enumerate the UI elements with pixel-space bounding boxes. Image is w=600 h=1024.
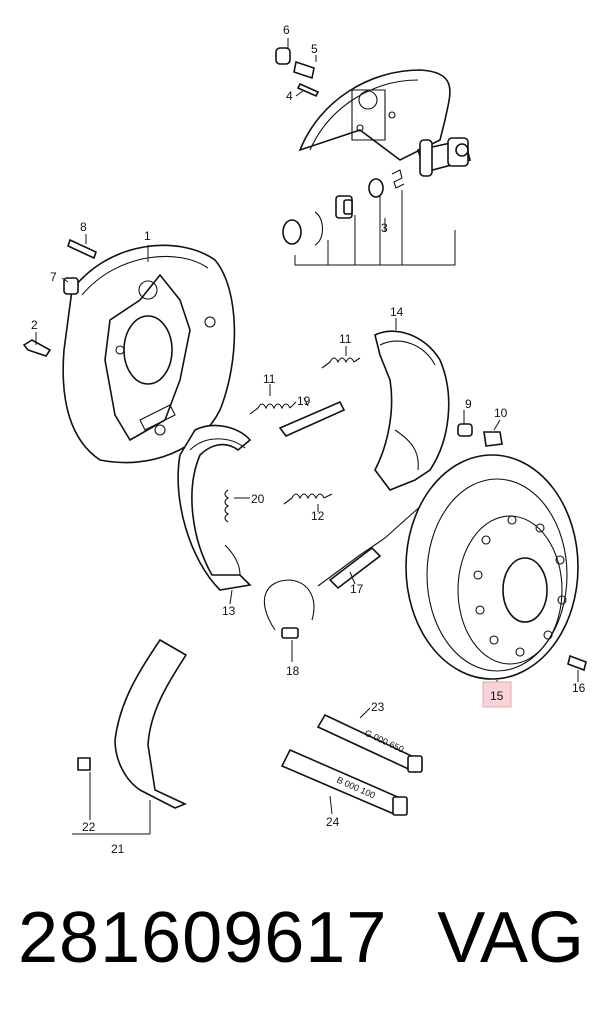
- callout-22: 22: [82, 820, 96, 834]
- callout-14: 14: [390, 305, 404, 319]
- callout-8: 8: [80, 220, 87, 234]
- callout-6: 6: [283, 23, 290, 37]
- callout-20: 20: [251, 492, 265, 506]
- callout-12: 12: [311, 509, 325, 523]
- callout-18: 18: [286, 664, 300, 678]
- repair-kit-parts: [282, 169, 405, 246]
- brake-lining: [114, 638, 188, 809]
- callout-1: 1: [144, 229, 151, 243]
- callout-7: 7: [50, 270, 57, 284]
- callout-10: 10: [494, 406, 508, 420]
- kit-bracket: [294, 190, 456, 266]
- springs: [224, 357, 361, 523]
- callout-24: 24: [326, 815, 340, 829]
- callout-3: 3: [381, 221, 388, 235]
- callout-labels: 1 2 3 4 5 6 7 8 9 10 11 11 12 13 14 15 1…: [31, 23, 586, 856]
- callout-5: 5: [311, 42, 318, 56]
- callout-4: 4: [286, 89, 293, 103]
- callout-11a: 11: [263, 372, 276, 386]
- wheel-bolt: [567, 654, 587, 672]
- callout-2: 2: [31, 318, 38, 332]
- footer: 281609617 VAG: [0, 878, 600, 998]
- callout-21: 21: [111, 842, 125, 856]
- leader-lines: [35, 38, 579, 835]
- backing-plate: [62, 244, 236, 464]
- callout-15: 15: [490, 689, 504, 703]
- rivet: [77, 757, 91, 771]
- brake-shoe-right: [374, 330, 450, 491]
- brand-label: VAG: [437, 898, 584, 978]
- retaining-ring: [263, 579, 315, 639]
- wheel-cylinder: [416, 137, 471, 177]
- callout-23: 23: [371, 700, 385, 714]
- callout-19: 19: [297, 394, 311, 408]
- callout-11b: 11: [339, 332, 352, 346]
- callout-13: 13: [222, 604, 236, 618]
- brake-drum: [405, 454, 579, 680]
- backing-plate-upper: [298, 69, 451, 161]
- callout-17: 17: [350, 582, 364, 596]
- fasteners-top: [275, 47, 320, 98]
- part-number: 281609617: [18, 898, 388, 978]
- callout-16: 16: [572, 681, 586, 695]
- callout-9: 9: [465, 397, 472, 411]
- highlight-box-15: [482, 681, 512, 708]
- grease-tube-23: G 000 650: [316, 713, 423, 774]
- exploded-parts-diagram: G 000 650 B 000 100 1 2: [22, 23, 587, 856]
- brake-shoe-left: [177, 424, 252, 591]
- small-parts-9-10: [457, 423, 503, 447]
